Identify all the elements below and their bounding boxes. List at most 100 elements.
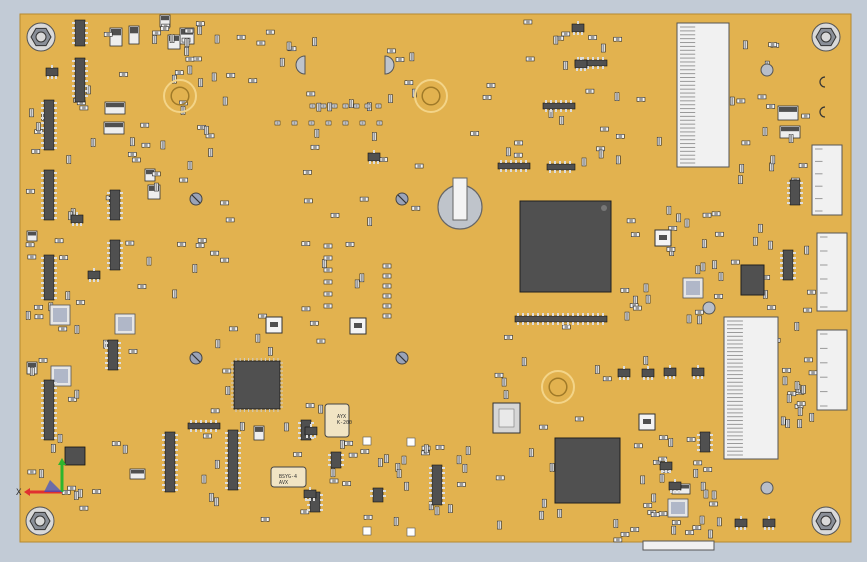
smd-body (694, 469, 697, 478)
smd-body (564, 324, 569, 329)
transistor-pin (314, 435, 316, 438)
capacitor-icon (253, 425, 265, 441)
soic-pin (527, 313, 529, 316)
smd-body (106, 32, 110, 37)
soic-pin (72, 60, 75, 62)
transistor-pin (669, 376, 671, 379)
soic-pin (107, 257, 110, 259)
transistor-pin (651, 377, 653, 380)
transistor-pin (584, 68, 586, 71)
smd-body (92, 138, 94, 147)
soic-pin (522, 322, 524, 325)
soic-pin (54, 217, 57, 219)
soic-pin (225, 472, 228, 474)
soic-pin (793, 277, 796, 279)
soic-pin (570, 109, 572, 112)
smd-body (503, 378, 505, 387)
smd-body (641, 475, 644, 484)
soic-pin (710, 434, 713, 436)
soic-pin (41, 262, 44, 264)
smd-body (162, 140, 164, 149)
smd-body (449, 504, 452, 513)
smd-body (134, 157, 139, 162)
soic-pin (225, 437, 228, 439)
soic-pin (41, 137, 44, 139)
smd-body (153, 35, 156, 44)
transistor-pin (623, 377, 625, 380)
test-point-icon (819, 76, 826, 88)
soic-pin (41, 212, 44, 214)
soic-pin (118, 342, 121, 344)
soic-pin (520, 160, 522, 163)
smd-body (70, 397, 75, 402)
soic-pin (195, 429, 197, 432)
smd-body (458, 455, 460, 464)
soic-pin (697, 434, 700, 436)
smd-body (225, 368, 229, 373)
clip-icon (295, 55, 306, 75)
smd-body (59, 434, 61, 443)
soic-pin (85, 90, 88, 92)
connector-icon (811, 144, 843, 216)
smd-body (268, 30, 273, 35)
soic-pin (54, 112, 57, 114)
soic-pin (780, 257, 783, 259)
smd-body (464, 464, 466, 473)
smd-body (361, 121, 364, 125)
soic-pin (41, 392, 44, 394)
soic-pin (370, 495, 373, 497)
soic-pin (592, 57, 594, 60)
transistor-pin (647, 377, 649, 380)
soic-pin (592, 313, 594, 316)
smd-body (784, 368, 789, 373)
round-pad-icon (760, 481, 774, 495)
soic-pin (54, 142, 57, 144)
smd-body (507, 147, 510, 156)
soic-pin (602, 322, 604, 325)
soic-pin (120, 217, 123, 219)
transistor-pin (740, 527, 742, 530)
smd-body (171, 34, 173, 43)
transistor-pin (674, 490, 676, 493)
soic-pin (522, 313, 524, 316)
soic-pin (105, 362, 108, 364)
soic-pin (72, 85, 75, 87)
soic-chip-icon (699, 431, 711, 453)
soic-pin (41, 197, 44, 199)
smd-body (348, 242, 352, 247)
soic-pin (107, 197, 110, 199)
smd-body (154, 171, 159, 176)
capacitor-band (111, 29, 121, 36)
smd-body (702, 262, 704, 271)
soic-pin (225, 477, 228, 479)
round-pad-icon (760, 63, 774, 77)
soic-pin (545, 109, 547, 112)
smd-body (114, 441, 118, 446)
soic-pin (41, 402, 44, 404)
smd-body (185, 47, 188, 56)
smd-body (179, 242, 184, 247)
transistor-pin (669, 470, 671, 473)
smd-body (459, 482, 464, 487)
soic-chip-icon (43, 169, 55, 221)
smd-body (411, 52, 413, 61)
soic-pin (85, 80, 88, 82)
transistor-icon (45, 67, 59, 77)
smd-body (309, 91, 313, 96)
transistor-pin (619, 377, 621, 380)
soic-pin (85, 27, 88, 29)
smd-body (317, 103, 320, 112)
transistor-icon (659, 461, 673, 471)
soic-pin (587, 57, 589, 60)
smd-body (319, 405, 322, 414)
smd-body (188, 57, 192, 62)
soic-pin (41, 172, 44, 174)
smd-body (652, 493, 655, 502)
transistor-pin (580, 57, 582, 60)
soic-pin (162, 459, 165, 461)
smd-body (182, 106, 184, 115)
screw-slot (397, 194, 407, 204)
led-icon (362, 436, 372, 446)
capacitor-icon (128, 25, 140, 45)
soic-pin (72, 65, 75, 67)
